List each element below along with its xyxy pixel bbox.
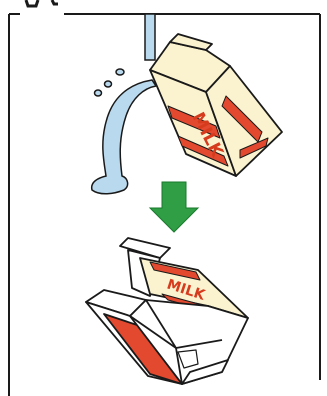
water-tap-icon xyxy=(145,14,155,60)
down-arrow-icon xyxy=(150,182,198,232)
flattened-carton-icon: MILK xyxy=(86,238,248,384)
milk-stream xyxy=(92,69,156,194)
cropped-header-fragment xyxy=(26,0,58,6)
milk-carton-icon: MILK xyxy=(150,34,282,176)
